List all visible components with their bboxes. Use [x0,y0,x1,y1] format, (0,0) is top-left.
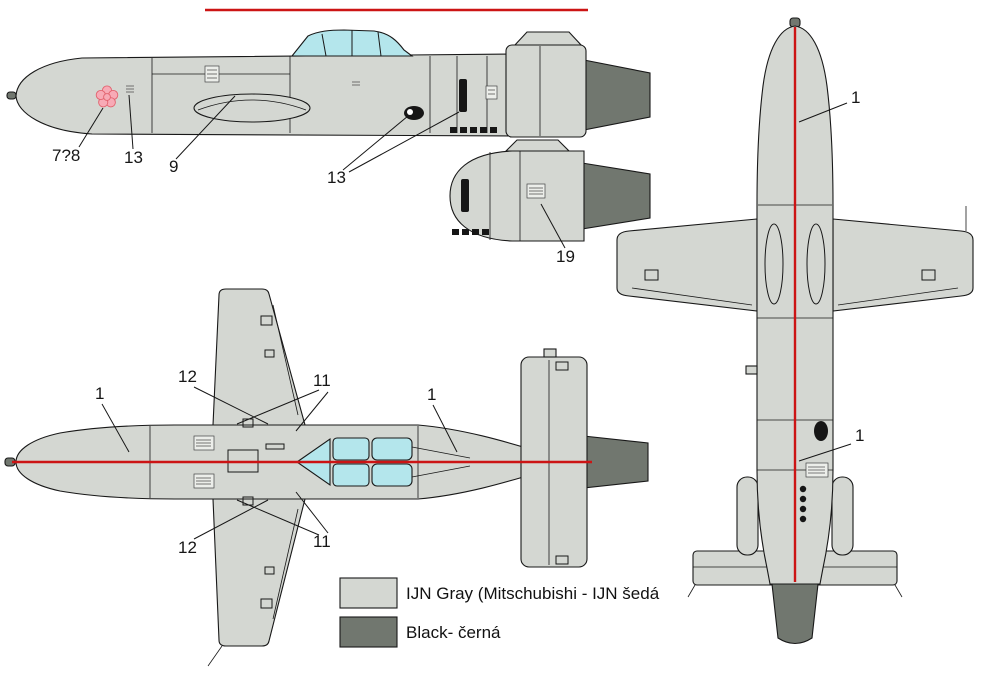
callout-label-13b: 13 [327,168,346,187]
plan-tailplane-detail-top [555,361,569,371]
top-wing-right [832,218,974,312]
leader-lines-side [78,94,460,173]
plan-canopy-panel-3 [371,437,413,461]
detail-cooling-slot [461,179,469,212]
plan-tailplane-detail-bottom [555,555,569,565]
callout-label-9: 9 [169,157,178,176]
top-view: 1 1 [616,17,974,645]
plan-aileron-line-upper [272,304,299,416]
top-exhaust-nozzle [771,583,819,645]
plan-canopy-panel-2 [332,463,370,487]
leader-lines-top [798,102,852,462]
top-tail-tick-right [894,584,903,598]
top-aileron-line-right [837,287,959,306]
callout-label-11a-plan: 11 [313,371,331,390]
color-legend: IJN Gray (Mitschubishi - IJN šedá Black-… [339,577,660,648]
callout-label-1b-top: 1 [855,426,864,445]
plan-wing-lower [212,498,306,647]
plan-canopy-panel-4 [371,463,413,487]
callout-label-12a-plan: 12 [178,367,197,386]
stencil-marking-nose [126,85,134,93]
callout-label-1a-top: 1 [851,88,860,107]
callout-label-78: 7?8 [52,146,80,165]
stencil-marking-mid [204,65,220,83]
tail-fin-side [512,31,584,47]
engine-pod-side [505,44,587,138]
detail-pod-body [449,150,585,242]
legend-swatch-gray [339,577,398,609]
legend-swatch-black [339,616,398,648]
callout-label-19: 19 [556,247,575,266]
canopy-frame-lines-side [321,30,382,57]
detail-top-fin [504,139,571,152]
plan-aileron-line-lower [272,508,299,620]
callout-label-1b-plan: 1 [427,385,436,404]
detail-stencil-marking [526,183,546,199]
plan-wingtip-pitot [207,645,223,667]
top-side-pod-left [736,476,759,556]
top-stencil-marking [805,462,829,478]
side-view: 7?8 13 9 13 [6,8,651,187]
nose-tip-fuze [6,91,17,100]
legend-label-gray: IJN Gray (Mitschubishi - IJN šedá [406,584,660,603]
plan-stencil-markings [193,435,285,489]
cherry-blossom-marking [95,85,119,108]
leader-line-19 [540,203,566,249]
detail-view: 19 [449,139,651,266]
callout-label-1a-plan: 1 [95,384,104,403]
top-tail-tick-left [687,584,696,598]
detail-exhaust-nozzle [581,162,651,230]
callout-label-12b-plan: 12 [178,538,197,557]
plan-wing-upper [212,288,306,426]
top-vent-circles [799,485,807,523]
legend-label-black: Black- černá [406,623,501,642]
top-wing-detail-rects [644,269,936,281]
wing-upper-surface-line [197,99,307,111]
vent-squares-side [450,127,497,133]
top-root-fairing-right [806,223,826,305]
leader-lines-plan [101,386,458,540]
detail-vent-squares [452,229,489,235]
top-antenna-fitting [745,365,758,375]
exhaust-nozzle-side [583,59,651,131]
callout-label-11b-plan: 11 [313,532,331,551]
intake-highlight [407,109,413,115]
plan-canopy [296,437,413,487]
plan-view: 1 12 11 1 12 11 [4,288,649,667]
callout-label-13a: 13 [124,148,143,167]
cooling-slot [459,79,467,112]
intake-oval [404,106,424,120]
plan-tail-nub [543,348,557,358]
top-root-fairing-left [764,223,784,305]
top-wing-left [616,218,758,312]
wing-fairing-side [193,93,311,123]
plan-wing-detail-rects [260,315,275,609]
stencil-marking-aft [485,85,498,100]
top-aileron-line-left [631,287,753,306]
top-access-oval [814,421,828,441]
top-side-pod-right [831,476,854,556]
stencil-marking-canopy [352,81,360,86]
plan-canopy-panel-1 [332,437,370,461]
